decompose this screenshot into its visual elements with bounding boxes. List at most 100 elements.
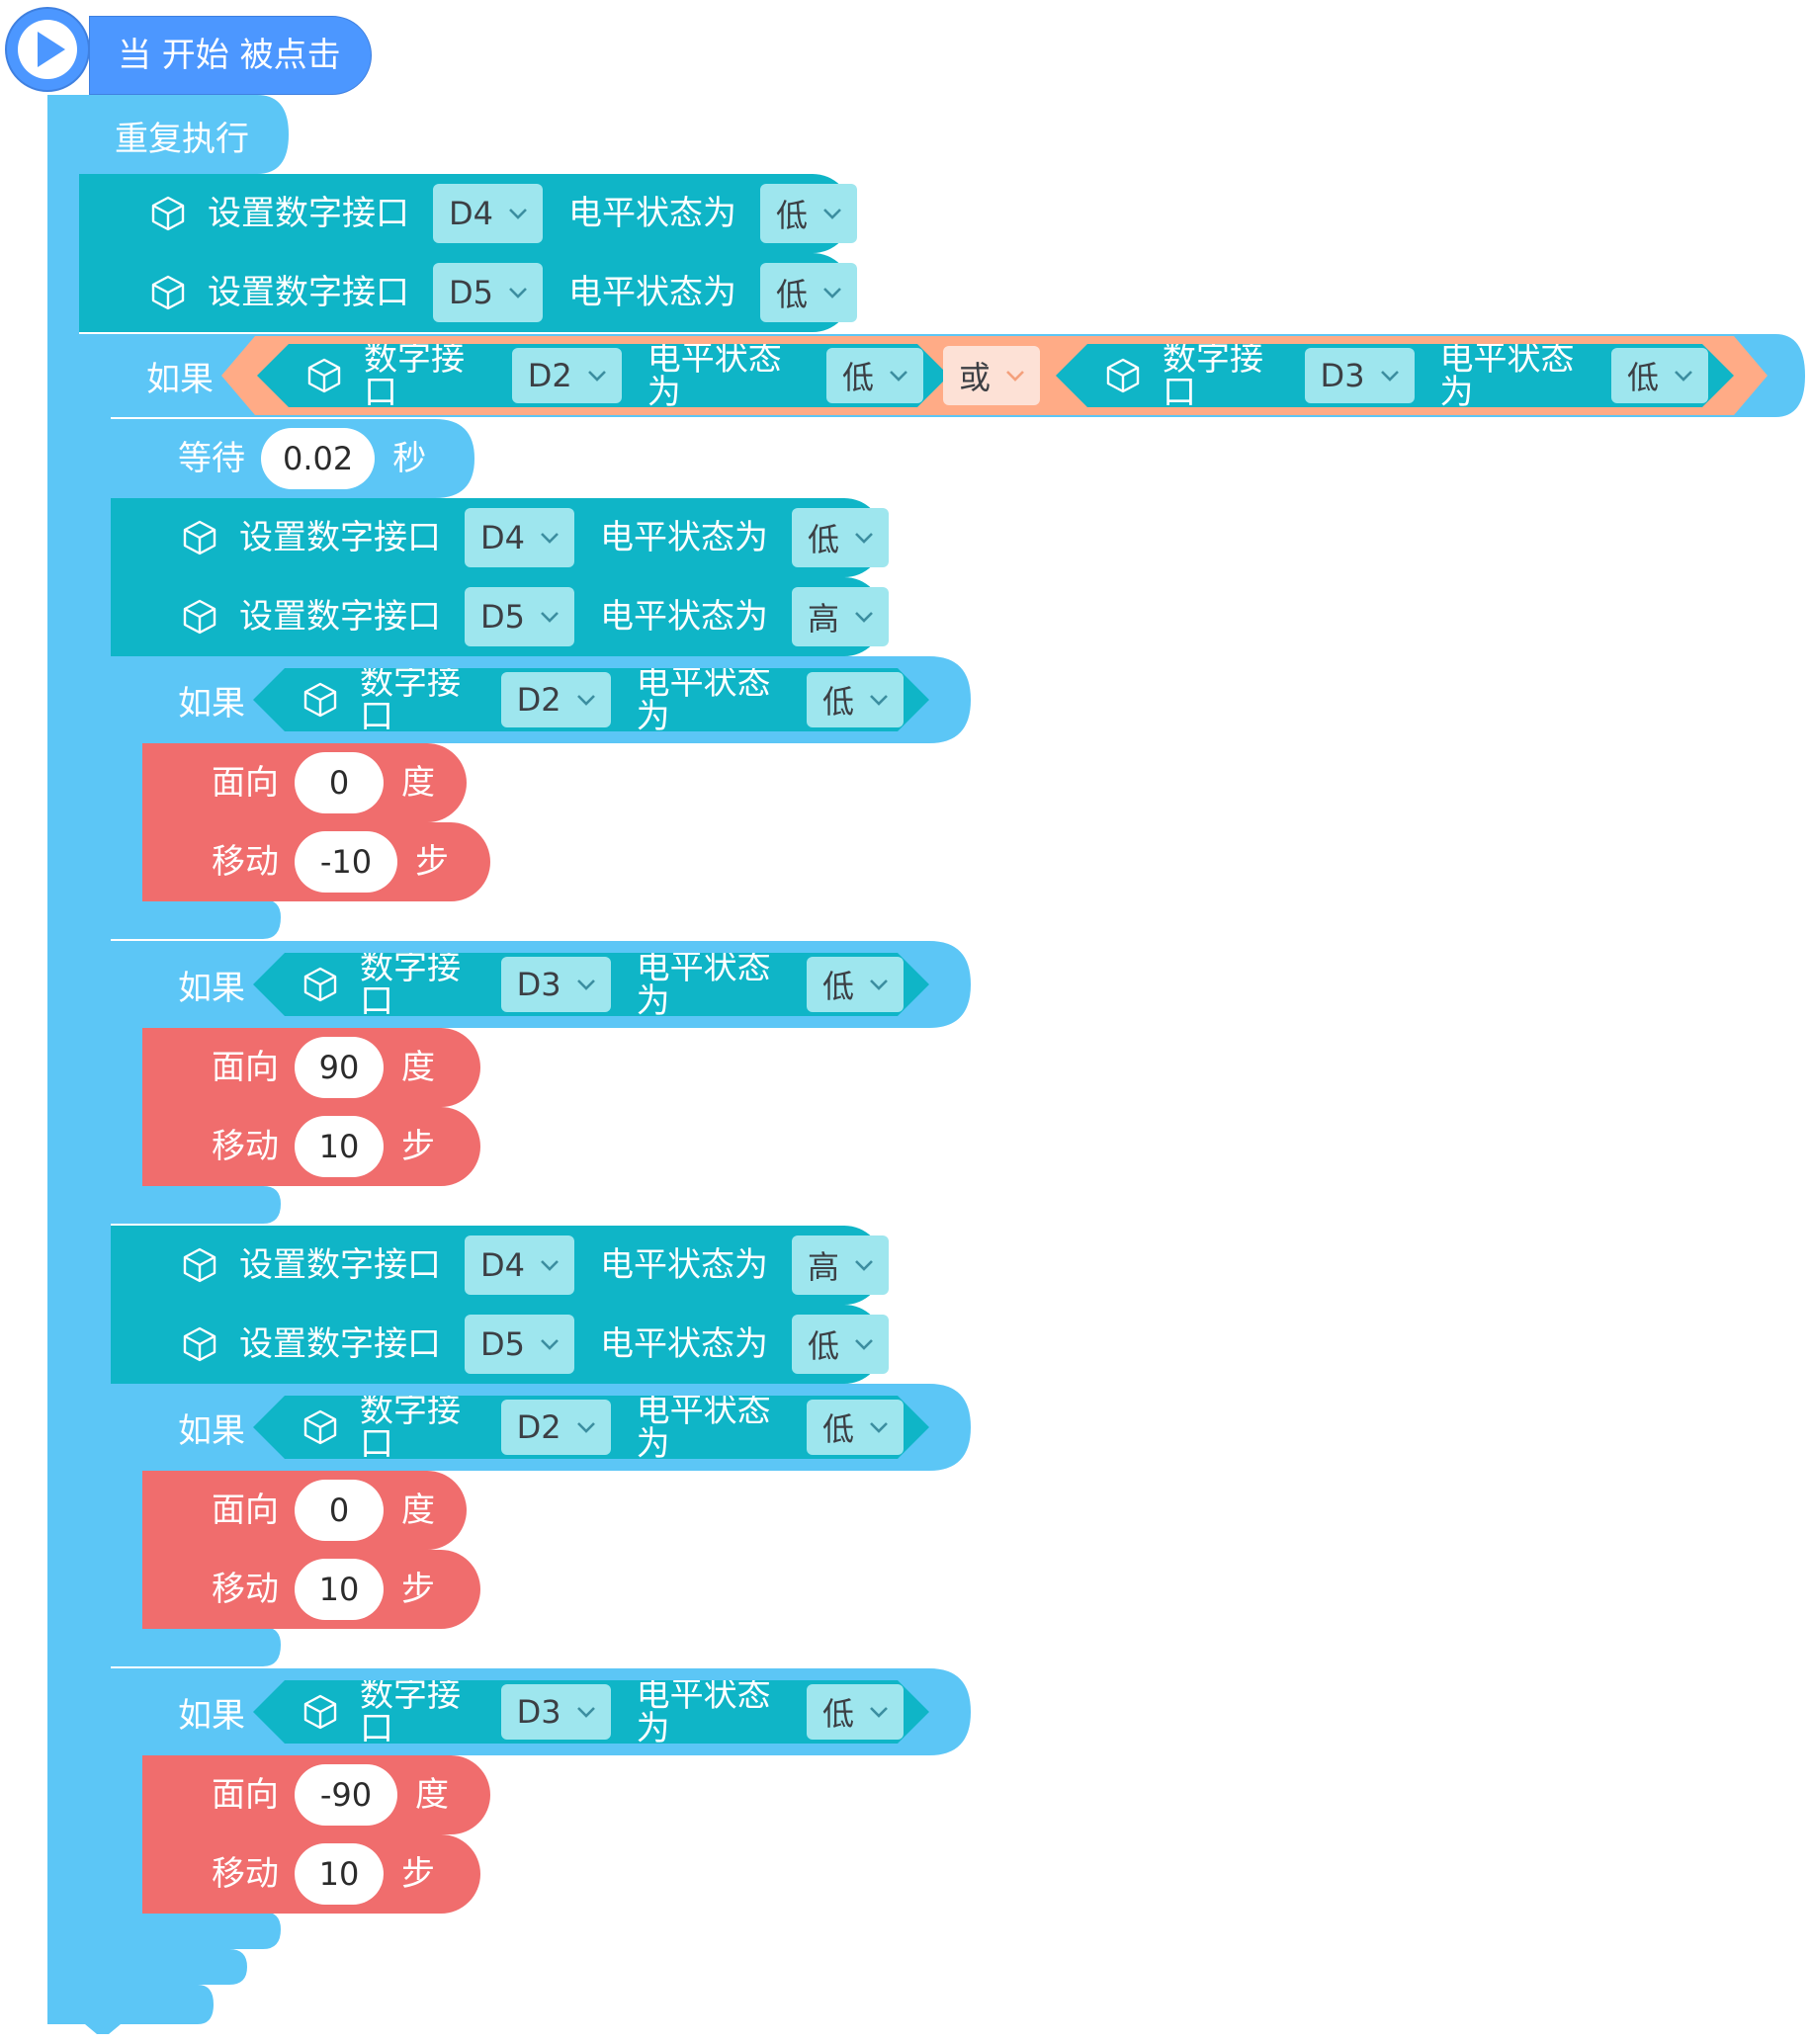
digital-read-block[interactable]: 数字接口 D3 电平状态为 低	[1056, 344, 1734, 407]
chevron-down-icon	[868, 1705, 890, 1719]
port-dropdown[interactable]: D4	[465, 1235, 574, 1295]
level-dropdown[interactable]: 低	[792, 1315, 890, 1374]
port-value: D4	[480, 519, 525, 556]
port-value: D3	[516, 966, 561, 1003]
level-value: 低	[808, 521, 840, 558]
digital-port-label: 数字接口	[1163, 339, 1263, 412]
port-value: D4	[480, 1246, 525, 1284]
level-dropdown[interactable]: 低	[826, 348, 923, 403]
port-dropdown[interactable]: D5	[465, 1315, 574, 1374]
move-label: 移动	[212, 1854, 279, 1894]
chevron-down-icon	[541, 612, 559, 623]
when-start-clicked-hat[interactable]: 当 开始 被点击	[89, 16, 372, 95]
angle-input[interactable]: -90	[295, 1764, 397, 1826]
play-icon	[5, 7, 90, 92]
angle-input[interactable]: 0	[295, 752, 384, 813]
cube-icon	[301, 965, 340, 1004]
set-digital-block[interactable]: 设置数字接口 D4 电平状态为 高	[111, 1226, 890, 1305]
level-dropdown[interactable]: 低	[760, 263, 858, 322]
level-dropdown[interactable]: 低	[760, 184, 858, 243]
digital-read-block[interactable]: 数字接口 D2 电平状态为 低	[253, 668, 929, 731]
wait-seconds-input[interactable]: 0.02	[261, 428, 376, 489]
digital-read-block[interactable]: 数字接口 D2 电平状态为 低	[257, 344, 949, 407]
chevron-down-icon	[509, 288, 527, 298]
cube-icon	[304, 356, 344, 395]
digital-port-label: 数字接口	[360, 1675, 461, 1748]
cube-icon	[151, 196, 185, 231]
steps-input[interactable]: -10	[295, 831, 397, 893]
angle-input[interactable]: 90	[295, 1037, 384, 1098]
set-digital-block[interactable]: 设置数字接口 D5 电平状态为 低	[79, 253, 858, 332]
port-dropdown[interactable]: D2	[501, 1400, 611, 1455]
chevron-down-icon	[855, 1260, 873, 1271]
set-digital-label: 设置数字接口	[239, 1245, 441, 1285]
face-direction-block[interactable]: 面向 90 度	[142, 1028, 480, 1107]
angle-input[interactable]: 0	[295, 1480, 384, 1541]
port-dropdown[interactable]: D4	[433, 184, 543, 243]
cube-icon	[1103, 356, 1143, 395]
port-dropdown[interactable]: D5	[465, 587, 574, 646]
face-direction-block[interactable]: 面向 0 度	[142, 743, 467, 822]
steps-input[interactable]: 10	[295, 1843, 384, 1905]
steps-input[interactable]: 10	[295, 1559, 384, 1620]
angle-value: -90	[319, 1776, 373, 1814]
or-value: 或	[959, 359, 991, 396]
angle-value: 0	[328, 764, 350, 802]
port-dropdown[interactable]: D4	[465, 508, 574, 567]
chevron-down-icon	[823, 209, 841, 219]
chevron-down-icon	[823, 288, 841, 298]
level-dropdown[interactable]: 高	[792, 1235, 890, 1295]
port-dropdown[interactable]: D3	[501, 1684, 611, 1740]
set-digital-block[interactable]: 设置数字接口 D5 电平状态为 低	[111, 1305, 890, 1384]
set-digital-label: 设置数字接口	[208, 194, 409, 233]
level-dropdown[interactable]: 高	[792, 587, 890, 646]
set-digital-block[interactable]: 设置数字接口 D4 电平状态为 低	[111, 498, 890, 577]
repeat-header[interactable]: 重复执行	[115, 111, 249, 160]
wait-block[interactable]: 等待 0.02 秒	[178, 428, 450, 489]
level-dropdown[interactable]: 低	[807, 1400, 904, 1455]
angle-value: 0	[328, 1491, 350, 1529]
port-dropdown[interactable]: D2	[512, 348, 622, 403]
digital-port-label: 数字接口	[360, 663, 461, 736]
level-dropdown[interactable]: 低	[792, 508, 890, 567]
digital-read-block[interactable]: 数字接口 D2 电平状态为 低	[253, 1396, 929, 1459]
face-label: 面向	[212, 1490, 279, 1530]
level-dropdown[interactable]: 低	[807, 1684, 904, 1740]
level-dropdown[interactable]: 低	[1611, 348, 1708, 403]
angle-value: 90	[318, 1049, 360, 1086]
port-value: D5	[480, 1325, 525, 1363]
digital-read-block[interactable]: 数字接口 D3 电平状态为 低	[253, 1680, 929, 1744]
move-steps-block[interactable]: 移动 10 步	[142, 1107, 480, 1186]
face-label: 面向	[212, 1775, 279, 1815]
port-dropdown[interactable]: D5	[433, 263, 543, 322]
hat-label: 当 开始 被点击	[118, 36, 341, 75]
face-direction-block[interactable]: 面向 -90 度	[142, 1755, 490, 1834]
face-direction-block[interactable]: 面向 0 度	[142, 1471, 467, 1550]
chevron-down-icon	[586, 369, 608, 383]
degrees-label: 度	[401, 1048, 435, 1087]
level-dropdown[interactable]: 低	[807, 672, 904, 727]
move-steps-block[interactable]: 移动 10 步	[142, 1550, 480, 1629]
level-label: 电平状态为	[646, 339, 782, 412]
steps-input[interactable]: 10	[295, 1116, 384, 1177]
chevron-down-icon	[575, 1705, 597, 1719]
set-digital-block[interactable]: 设置数字接口 D5 电平状态为 高	[111, 577, 890, 656]
if-label: 如果	[178, 968, 245, 1008]
digital-read-block[interactable]: 数字接口 D3 电平状态为 低	[253, 953, 929, 1016]
if-label: 如果	[178, 1695, 245, 1736]
port-dropdown[interactable]: D3	[501, 957, 611, 1012]
steps-label: 步	[401, 1127, 435, 1166]
level-label: 电平状态为	[636, 1675, 771, 1748]
seconds-label: 秒	[392, 439, 427, 478]
level-label: 电平状态为	[636, 1391, 771, 1464]
chevron-down-icon	[541, 1260, 559, 1271]
or-dropdown[interactable]: 或	[943, 346, 1041, 405]
set-digital-block[interactable]: 设置数字接口 D4 电平状态为 低	[79, 174, 858, 253]
port-dropdown[interactable]: D3	[1305, 348, 1415, 403]
steps-value: -10	[319, 843, 373, 881]
level-dropdown[interactable]: 低	[807, 957, 904, 1012]
move-steps-block[interactable]: 移动 10 步	[142, 1834, 480, 1914]
port-dropdown[interactable]: D2	[501, 672, 611, 727]
move-steps-block[interactable]: 移动 -10 步	[142, 822, 490, 901]
